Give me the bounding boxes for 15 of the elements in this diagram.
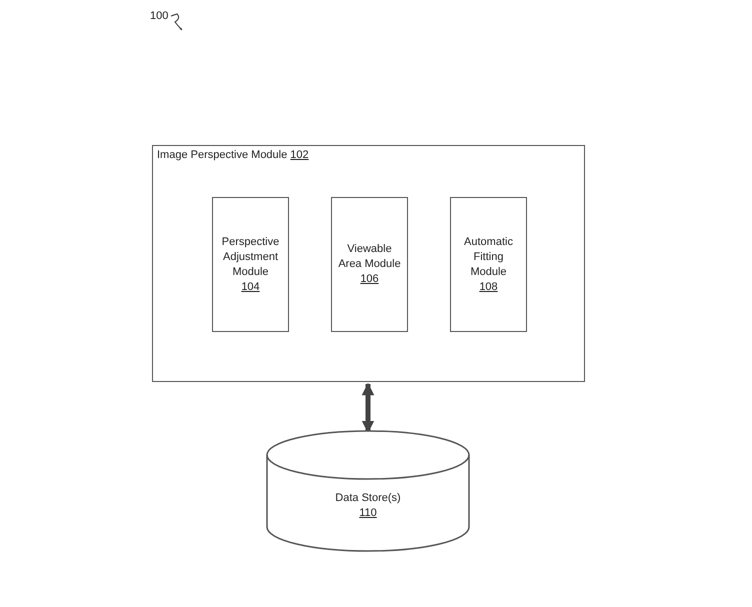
module-container-box — [152, 145, 585, 382]
reference-number: 110 — [358, 506, 378, 521]
figure-number: 100 — [150, 10, 168, 22]
module-box — [450, 197, 527, 332]
module-label: Viewable Area Module — [337, 242, 402, 272]
reference-number: 104 — [240, 280, 261, 294]
module-label: Perspective Adjustment Module — [220, 234, 280, 280]
module-label: Automatic Fitting Module — [463, 234, 514, 280]
module-box — [212, 197, 289, 332]
reference-number: 102 — [290, 149, 309, 161]
module-title: Image Perspective Module — [157, 149, 288, 161]
module-box — [331, 197, 408, 332]
module-label: Data Store(s) — [335, 491, 401, 506]
reference-number: 108 — [478, 280, 499, 294]
reference-number: 106 — [359, 272, 380, 287]
